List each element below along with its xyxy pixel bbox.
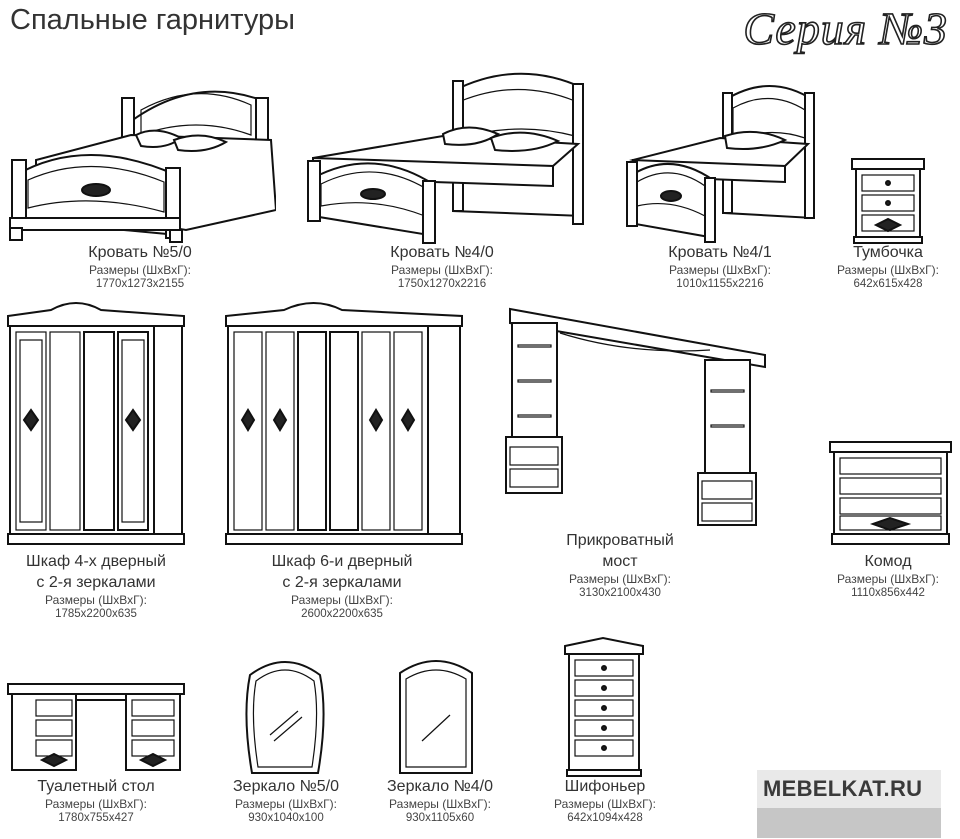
site-logo: MEBELKAT.RU	[757, 770, 941, 838]
bed-4-0-illustration	[307, 72, 584, 244]
size-label: Размеры (ШхВхГ):	[45, 797, 147, 811]
size-label: Размеры (ШхВхГ):	[391, 263, 493, 277]
wardrobe-4-illustration	[7, 302, 185, 545]
item-name: Шкаф 4-х дверный	[26, 553, 166, 570]
item-name: Зеркало №5/0	[233, 778, 339, 795]
item-name: Тумбочка	[853, 244, 923, 261]
site-logo-text: MEBELKAT.RU	[763, 776, 923, 801]
size-label: Размеры (ШхВхГ):	[89, 263, 191, 277]
item-name: Зеркало №4/0	[387, 778, 493, 795]
mirror-5-0-illustration	[245, 661, 325, 774]
item-name: Кровать №4/1	[668, 244, 772, 261]
item-name: Шифоньер	[564, 778, 646, 795]
item-name: Комод	[864, 553, 912, 570]
bed-4-1-illustration	[626, 85, 815, 243]
item-dims: 1010х1155х2216	[676, 278, 764, 290]
nightstand-illustration	[851, 158, 925, 244]
size-label: Размеры (ШхВхГ):	[389, 797, 491, 811]
page-title: Спальные гарнитуры	[10, 4, 296, 36]
item-dims: 1770х1273х2155	[95, 278, 185, 290]
caption-mirror-5-0: Зеркало №5/0 Размеры (ШхВхГ): 930х1040х1…	[206, 776, 366, 826]
item-dims: 1785х2200х635	[55, 608, 137, 620]
caption-bed-4-0: Кровать №4/0 Размеры (ШхВхГ): 1750х1270х…	[352, 242, 532, 292]
caption-bed-5-0: Кровать №5/0 Размеры (ШхВхГ): 1770х1273х…	[50, 242, 230, 292]
size-label: Размеры (ШхВхГ):	[837, 263, 939, 277]
item-dims: 642х615х428	[853, 278, 923, 290]
size-label: Размеры (ШхВхГ):	[235, 797, 337, 811]
item-name: Шкаф 6-и дверный	[271, 553, 413, 570]
vanity-illustration	[7, 683, 185, 771]
item-dims: 1780х755х427	[58, 812, 134, 824]
item-dims: 2600х2200х635	[301, 608, 383, 620]
size-label: Размеры (ШхВхГ):	[837, 572, 939, 586]
caption-chiffonier: Шифоньер Размеры (ШхВхГ): 642х1094х428	[530, 776, 680, 826]
series-title: Серия №3	[743, 2, 948, 55]
caption-nightstand: Тумбочка Размеры (ШхВхГ): 642х615х428	[818, 242, 958, 292]
dresser-illustration	[829, 441, 952, 545]
size-label: Размеры (ШхВхГ):	[569, 572, 671, 586]
item-name-line2: с 2-я зеркалами	[36, 574, 156, 591]
item-name-line2: мост	[602, 553, 638, 570]
item-name: Прикроватный	[566, 532, 674, 549]
caption-vanity: Туалетный стол Размеры (ШхВхГ): 1780х755…	[0, 776, 192, 826]
caption-mirror-4-0: Зеркало №4/0 Размеры (ШхВхГ): 930х1105х6…	[360, 776, 520, 826]
size-label: Размеры (ШхВхГ):	[669, 263, 771, 277]
caption-wardrobe-6: Шкаф 6-и дверный с 2-я зеркалами Размеры…	[244, 551, 440, 622]
item-name: Кровать №4/0	[390, 244, 494, 261]
item-dims: 930х1040х100	[248, 812, 324, 824]
chiffonier-illustration	[564, 636, 644, 777]
item-dims: 930х1105х60	[405, 812, 475, 824]
item-name: Кровать №5/0	[88, 244, 192, 261]
bed-5-0-illustration	[9, 90, 276, 243]
caption-dresser: Комод Размеры (ШхВхГ): 1110х856х442	[818, 551, 958, 601]
size-label: Размеры (ШхВхГ):	[291, 593, 393, 607]
item-dims: 3130х2100х430	[579, 587, 661, 599]
size-label: Размеры (ШхВхГ):	[554, 797, 656, 811]
item-dims: 642х1094х428	[567, 812, 643, 824]
caption-wardrobe-4: Шкаф 4-х дверный с 2-я зеркалами Размеры…	[0, 551, 192, 622]
logo-bar	[757, 808, 941, 838]
caption-bed-4-1: Кровать №4/1 Размеры (ШхВхГ): 1010х1155х…	[630, 242, 810, 292]
item-dims: 1750х1270х2216	[397, 278, 487, 290]
item-name: Туалетный стол	[37, 778, 155, 795]
wardrobe-6-illustration	[225, 302, 463, 545]
item-name-line2: с 2-я зеркалами	[282, 574, 402, 591]
item-dims: 1110х856х442	[851, 587, 925, 599]
bridge-illustration	[505, 307, 766, 526]
mirror-4-0-illustration	[399, 660, 473, 774]
size-label: Размеры (ШхВхГ):	[45, 593, 147, 607]
caption-bridge: Прикроватный мост Размеры (ШхВхГ): 3130х…	[525, 530, 715, 601]
